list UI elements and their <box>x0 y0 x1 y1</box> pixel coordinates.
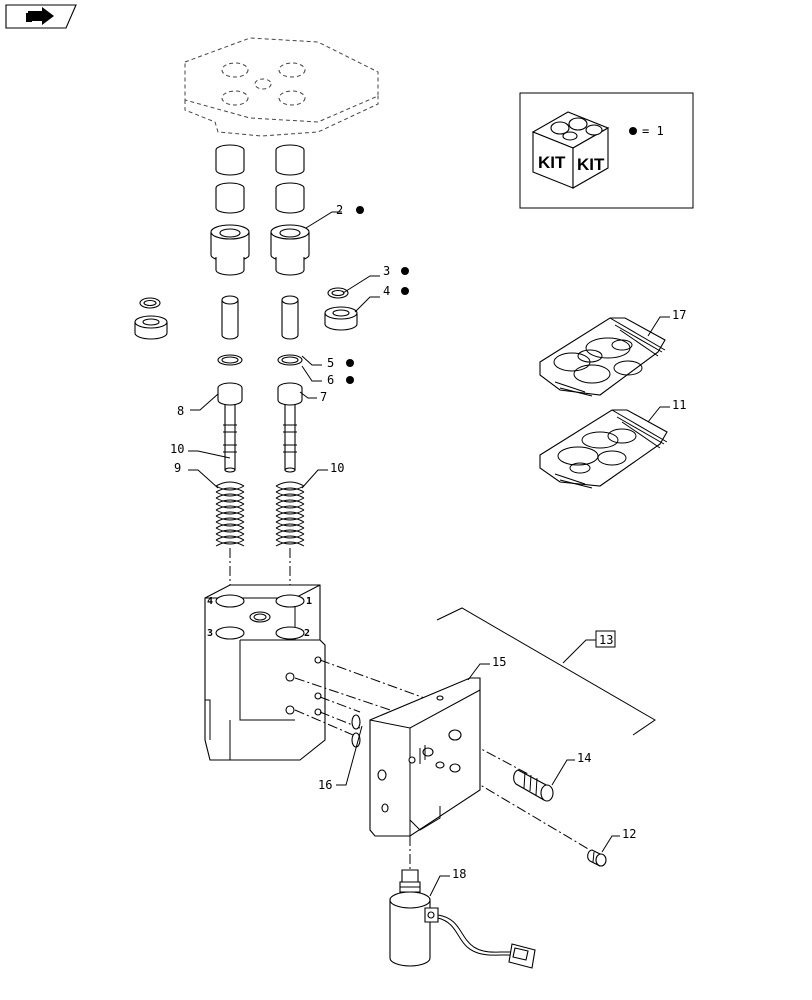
callout-10-right: 10 <box>330 461 344 475</box>
kit-label-left: KIT <box>538 153 566 172</box>
callout-16: 16 <box>318 778 332 792</box>
kit-bullet-5 <box>346 359 354 367</box>
kit-bullet-icon <box>629 127 637 135</box>
plug-14 <box>513 769 554 802</box>
right-sleeve-upper <box>275 144 305 176</box>
screw-12 <box>587 849 607 867</box>
port-label-2: 2 <box>304 628 310 639</box>
callout-2: 2 <box>336 203 343 217</box>
left-sleeve-lower <box>215 182 245 214</box>
seal-kit-17 <box>539 317 666 397</box>
kit-bullet-3 <box>401 267 409 275</box>
callout-5: 5 <box>327 356 334 370</box>
right-spring <box>275 481 305 547</box>
solenoid-18 <box>389 836 536 969</box>
right-piston <box>281 295 299 340</box>
top-plate-phantom <box>184 37 379 137</box>
port-label-3: 3 <box>207 628 213 639</box>
left-spring <box>215 481 245 547</box>
callout-12: 12 <box>622 827 636 841</box>
left-piston <box>221 295 239 340</box>
o-ring-16-upper <box>351 714 361 730</box>
right-plug <box>270 224 310 276</box>
seal-kit-11 <box>539 409 668 489</box>
kit-bullet-6 <box>346 376 354 384</box>
right-o-ring <box>277 354 303 366</box>
left-plug <box>210 224 250 276</box>
left-o-ring <box>217 354 243 366</box>
o-ring-16-lower <box>351 732 361 748</box>
port-label-1: 1 <box>306 596 312 607</box>
spacer-right <box>324 306 358 331</box>
callout-8: 8 <box>177 404 184 418</box>
callout-13: 13 <box>599 633 613 647</box>
callout-13-box <box>595 630 616 648</box>
right-sleeve-lower <box>275 182 305 214</box>
back-button[interactable] <box>5 4 77 29</box>
callout-7: 7 <box>320 390 327 404</box>
spacer-left <box>134 315 168 340</box>
left-spool <box>217 382 243 473</box>
back-arrow-icon <box>26 7 54 25</box>
callout-18: 18 <box>452 867 466 881</box>
callout-6: 6 <box>327 373 334 387</box>
callout-3: 3 <box>383 264 390 278</box>
left-sleeve-upper <box>215 144 245 176</box>
callout-4: 4 <box>383 284 390 298</box>
kit-box-icon: KIT KIT <box>531 111 610 189</box>
kit-bullet-2 <box>356 206 364 214</box>
snap-ring-left <box>139 297 161 309</box>
callout-9: 9 <box>174 461 181 475</box>
snap-ring-right <box>327 287 349 299</box>
valve-housing: 1 2 3 4 <box>204 584 326 761</box>
callout-10-left: 10 <box>170 442 184 456</box>
kit-label-right: KIT <box>577 155 605 174</box>
port-label-4: 4 <box>207 596 213 607</box>
kit-legend: KIT KIT = 1 <box>519 92 694 209</box>
callout-17: 17 <box>672 308 686 322</box>
manifold-block <box>369 677 481 837</box>
right-spool <box>277 382 303 473</box>
callout-15: 15 <box>492 655 506 669</box>
kit-bullet-4 <box>401 287 409 295</box>
callout-11: 11 <box>672 398 686 412</box>
callout-14: 14 <box>577 751 591 765</box>
kit-equals-value: = 1 <box>642 124 664 138</box>
